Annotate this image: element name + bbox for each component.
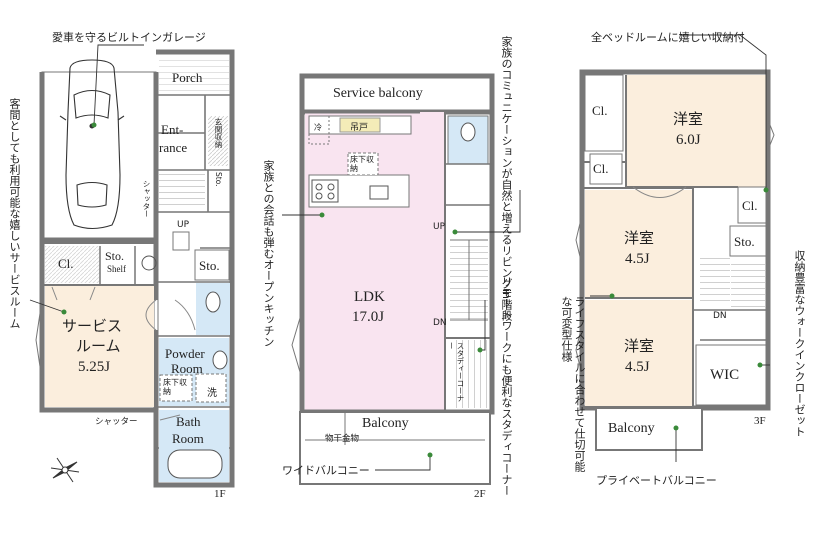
service-room-label-1: サービス xyxy=(62,319,123,335)
sto-shelf-label-2: Shelf xyxy=(107,264,126,274)
kitchen-callout: 家族との会話も弾むオープンキッチン xyxy=(262,160,275,347)
shutter-label: シャッター xyxy=(95,417,138,427)
powder-room-label-2: Room xyxy=(171,361,203,376)
room-c-label: 洋室 xyxy=(624,339,655,355)
sto-shelf-label-1: Sto. xyxy=(105,249,125,263)
annotation-dots xyxy=(61,122,769,458)
storage-3f-label: Sto. xyxy=(734,234,755,249)
service-balcony xyxy=(299,73,495,115)
study-corner-label: スタディーコーナー xyxy=(447,342,465,402)
room-a-size: 6.0J xyxy=(676,132,701,148)
annotation-leaders xyxy=(29,34,770,471)
floor-1-plan xyxy=(35,49,235,488)
closet-3f-b-label: Cl. xyxy=(593,161,609,176)
garage-area xyxy=(41,71,157,241)
underfloor-storage-2f-label: 床下収納 xyxy=(350,155,374,173)
room-c xyxy=(585,300,693,406)
service-room-label-2: ルーム xyxy=(76,339,121,355)
bath-room-label-2: Room xyxy=(172,431,204,446)
guest-room-callout: 客間としても利用可能な嬉しいサービスルーム xyxy=(8,98,21,329)
dn-2f-label: DN xyxy=(433,318,447,328)
partition-callout: ライフスタイルに合わせて仕切可能な可変型仕様 xyxy=(560,296,586,472)
wic-label: WIC xyxy=(710,367,740,383)
floor-1-right-column xyxy=(153,49,235,488)
private-balcony-callout: プライベートバルコニー xyxy=(596,474,717,487)
cabinet-label: 吊戸 xyxy=(350,123,369,133)
porch-label: Porch xyxy=(172,70,203,85)
room-b-label: 洋室 xyxy=(624,231,655,247)
room-a xyxy=(626,75,766,187)
floor-1-label: 1F xyxy=(214,488,226,500)
wic-callout: 収納豊富なウォークインクローゼット xyxy=(793,250,806,437)
wide-balcony-callout: ワイドバルコニー xyxy=(282,464,370,477)
balcony-3f-label: Balcony xyxy=(608,421,655,436)
garage-callout: 愛車を守るビルトインガレージ xyxy=(52,31,206,44)
closet-callout: 全ベッドルームに嬉しい収納付 xyxy=(591,31,745,44)
study-callout: リモートワークにも便利なスタディコーナー xyxy=(500,276,513,496)
closet-3f-c-label: Cl. xyxy=(742,198,758,213)
dn-3f-label: DN xyxy=(713,311,727,321)
entrance-storage-label: 玄関収納 xyxy=(214,118,223,148)
service-room-size: 5.25J xyxy=(78,359,111,375)
floor-2-plan xyxy=(291,73,495,485)
balcony-3f xyxy=(595,407,703,451)
wic xyxy=(695,344,767,406)
room-b xyxy=(585,190,693,298)
closet-1f xyxy=(45,246,100,283)
shutter-vertical-label: シャッター xyxy=(142,180,151,218)
balcony-2f xyxy=(299,411,491,485)
wash-label: 洗 xyxy=(207,388,217,399)
entrance-label-1: Ent- xyxy=(161,122,184,137)
stairs-callout: 家族のコミュニケーションが自然と増えるリビングin階段 xyxy=(500,36,513,322)
fridge-label: 冷 xyxy=(314,123,322,132)
ldk-label: LDK xyxy=(354,289,385,305)
floor-3-exterior-wall xyxy=(579,69,771,411)
bath-room-label-1: Bath xyxy=(176,414,201,429)
compass-icon xyxy=(50,457,80,483)
entrance-label-2: rance xyxy=(159,140,188,155)
up-1f-label: UP xyxy=(177,220,190,230)
room-a-label: 洋室 xyxy=(673,112,704,128)
ldk-size: 17.0J xyxy=(352,309,385,325)
closet-3f-a-label: Cl. xyxy=(592,103,608,118)
floor-3-plan xyxy=(575,69,775,451)
underfloor-storage-1f-label: 床下収納 xyxy=(163,378,187,396)
balcony-2f-label: Balcony xyxy=(362,416,409,431)
service-room xyxy=(45,285,154,407)
powder-room-label-1: Powder xyxy=(165,346,205,361)
room-b-size: 4.5J xyxy=(625,251,650,267)
floor-3-label: 3F xyxy=(754,415,766,427)
laundry-hardware-label: 物干金物 xyxy=(325,434,360,444)
shoe-storage-label: Sto. xyxy=(214,172,223,187)
closet-1f-label: Cl. xyxy=(58,256,74,271)
floor-2-label: 2F xyxy=(474,488,486,500)
storage-1f-label: Sto. xyxy=(199,258,220,273)
service-balcony-label: Service balcony xyxy=(333,86,423,101)
up-2f-label: UP xyxy=(433,222,446,232)
room-c-size: 4.5J xyxy=(625,359,650,375)
